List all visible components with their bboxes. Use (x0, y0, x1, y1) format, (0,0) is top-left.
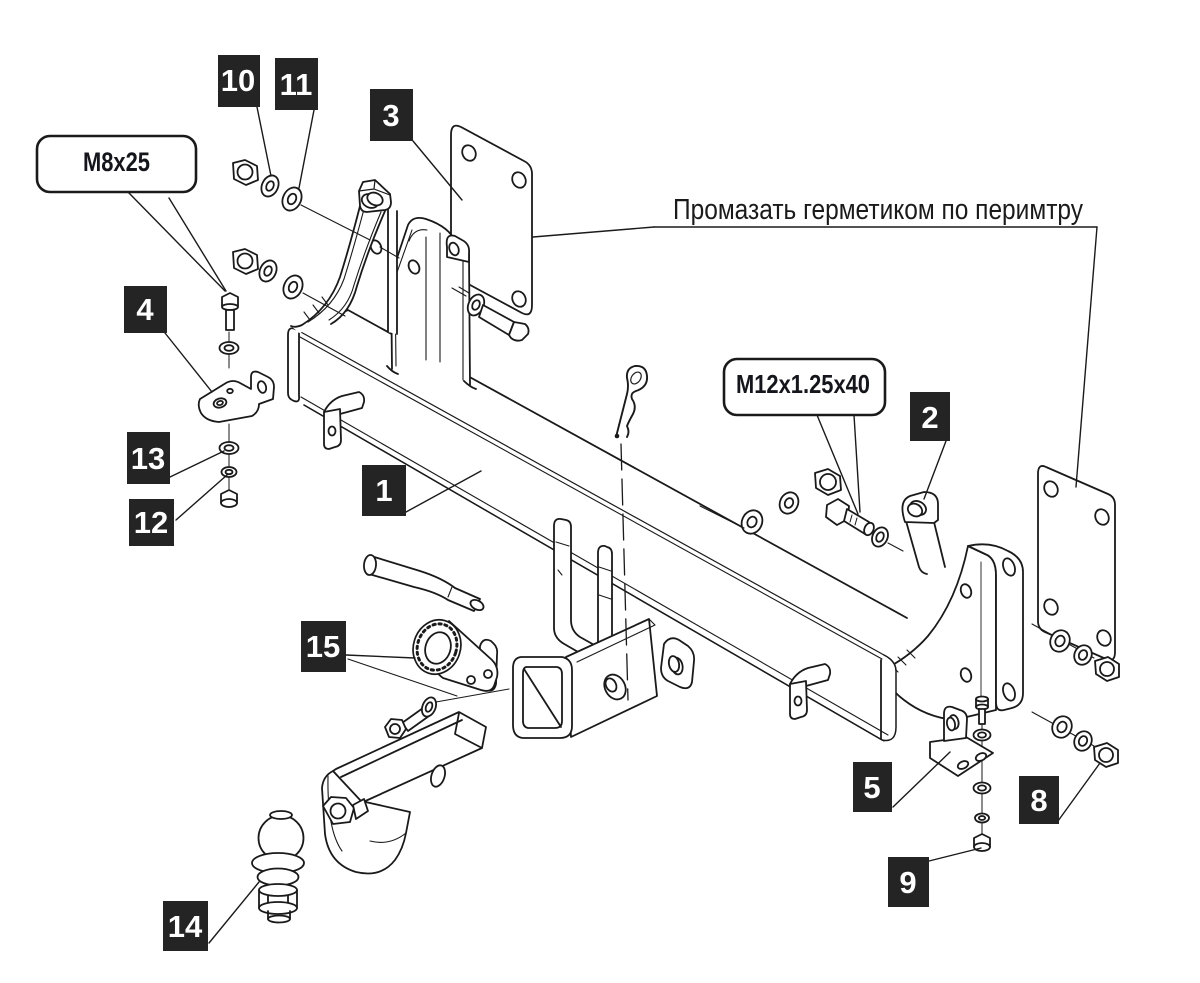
svg-text:M8x25: M8x25 (83, 147, 150, 177)
svg-text:12: 12 (134, 505, 168, 540)
svg-text:14: 14 (168, 909, 203, 944)
svg-text:Промазать герметиком по перимт: Промазать герметиком по перимтру (673, 194, 1083, 226)
svg-text:8: 8 (1030, 783, 1047, 818)
svg-text:15: 15 (306, 629, 340, 664)
svg-text:11: 11 (280, 67, 313, 102)
svg-text:M12x1.25x40: M12x1.25x40 (736, 369, 870, 399)
svg-text:1: 1 (375, 473, 392, 508)
svg-text:2: 2 (921, 400, 938, 435)
svg-text:5: 5 (863, 770, 880, 805)
svg-text:9: 9 (899, 865, 916, 900)
svg-text:13: 13 (131, 441, 165, 476)
svg-text:10: 10 (221, 63, 255, 98)
svg-text:4: 4 (136, 292, 154, 327)
svg-text:3: 3 (382, 98, 399, 133)
